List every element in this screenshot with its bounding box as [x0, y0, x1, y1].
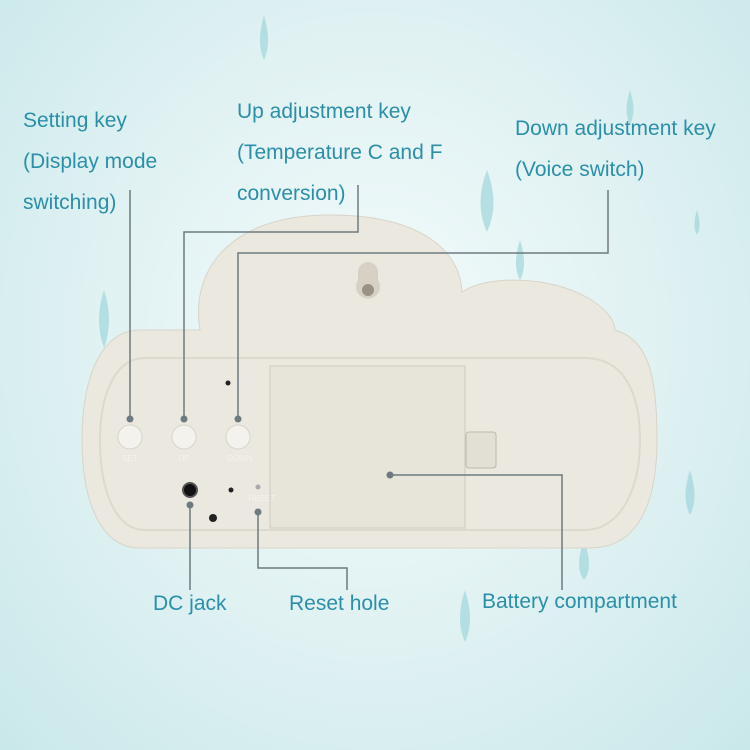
- up-button: [171, 424, 197, 450]
- annotation-line: switching): [23, 191, 117, 214]
- battery-latch: [465, 431, 497, 469]
- down-button: [225, 424, 251, 450]
- reset-hole: [255, 484, 261, 490]
- annotation-line: (Display mode: [23, 150, 158, 173]
- up-key-label: UP: [178, 454, 189, 463]
- annotation-line: Up adjustment key: [237, 100, 411, 123]
- device-key-labels: SET UP DOWN RESET: [122, 454, 275, 503]
- battery-compartment: [269, 365, 466, 529]
- down-key-label: DOWN: [227, 454, 253, 463]
- up-key-annotation: Up adjustment key (Temperature C and F c…: [237, 91, 442, 214]
- annotation-line: Setting key: [23, 109, 127, 132]
- annotation-line: (Temperature C and F: [237, 141, 443, 164]
- annotation-line: Down adjustment key: [515, 117, 716, 140]
- reset-key-label: RESET: [249, 494, 276, 503]
- reset-hole-annotation: Reset hole: [289, 592, 390, 615]
- leader-lines: [129, 185, 609, 590]
- hanging-hole: [356, 262, 380, 299]
- dc-jack-annotation: DC jack: [153, 592, 227, 615]
- annotation-line: conversion): [237, 182, 346, 205]
- set-button: [117, 424, 143, 450]
- raindrops: [99, 15, 700, 642]
- set-key-label: SET: [122, 454, 138, 463]
- annotation-line: (Voice switch): [515, 158, 645, 181]
- setting-key-annotation: Setting key (Display mode switching): [23, 100, 157, 223]
- cloud-device: [81, 214, 658, 549]
- battery-annotation: Battery compartment: [482, 590, 677, 613]
- dc-jack: [182, 482, 198, 498]
- down-key-annotation: Down adjustment key (Voice switch): [515, 108, 716, 190]
